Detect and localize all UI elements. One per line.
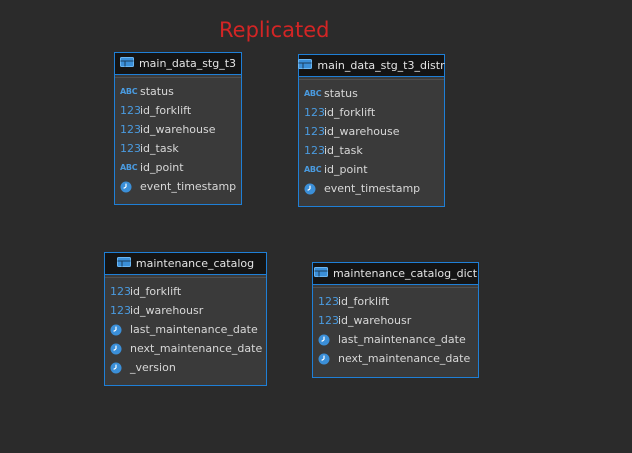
attribute-row[interactable]: event_timestamp xyxy=(299,179,444,198)
type-glyph: 123 xyxy=(110,304,131,317)
type-glyph: 123 xyxy=(120,104,141,117)
attribute-name: id_forklift xyxy=(140,104,192,117)
attribute-row[interactable]: next_maintenance_date xyxy=(313,349,478,368)
replicated-annotation: Replicated xyxy=(219,18,330,42)
entity-title: main_data_stg_t3 xyxy=(138,57,237,70)
entity-header[interactable]: maintenance_catalog_dict xyxy=(313,263,478,285)
table-icon xyxy=(119,57,134,70)
attribute-name: _version xyxy=(130,361,176,374)
attribute-name: next_maintenance_date xyxy=(130,342,263,355)
type-glyph: ABC xyxy=(304,89,322,98)
attribute-name: next_maintenance_date xyxy=(338,352,471,365)
type-glyph: 123 xyxy=(304,125,325,138)
text-type-icon: ABC xyxy=(120,87,140,96)
entity-title: main_data_stg_t3_distr xyxy=(317,59,445,72)
attribute-name: status xyxy=(140,85,174,98)
attribute-name: id_warehouse xyxy=(324,125,400,138)
attribute-row[interactable]: last_maintenance_date xyxy=(105,320,266,339)
numeric-type-icon: 123 xyxy=(318,295,339,308)
attribute-row[interactable]: next_maintenance_date xyxy=(105,339,266,358)
text-type-icon: ABC xyxy=(304,165,324,174)
datetime-type-icon xyxy=(304,183,324,195)
type-glyph: ABC xyxy=(120,87,138,96)
datetime-type-icon xyxy=(318,334,338,346)
type-glyph: 123 xyxy=(304,144,325,157)
type-glyph: 123 xyxy=(304,106,325,119)
attribute-name: id_forklift xyxy=(338,295,390,308)
entity-title: maintenance_catalog xyxy=(135,257,255,270)
numeric-type-icon: 123 xyxy=(120,142,141,155)
type-glyph: ABC xyxy=(120,163,138,172)
numeric-type-icon: 123 xyxy=(304,144,325,157)
entity-title: maintenance_catalog_dict xyxy=(332,267,478,280)
attribute-name: id_warehouse xyxy=(140,123,216,136)
attribute-name: last_maintenance_date xyxy=(130,323,258,336)
attribute-name: event_timestamp xyxy=(140,180,237,193)
table-icon xyxy=(313,267,328,280)
numeric-type-icon: 123 xyxy=(110,285,131,298)
datetime-type-icon xyxy=(318,353,338,365)
text-type-icon: ABC xyxy=(120,163,140,172)
numeric-type-icon: 123 xyxy=(304,106,325,119)
attribute-name: id_warehousr xyxy=(338,314,412,327)
datetime-type-icon xyxy=(110,343,130,355)
numeric-type-icon: 123 xyxy=(120,104,141,117)
attribute-name: event_timestamp xyxy=(324,182,421,195)
attribute-name: id_point xyxy=(140,161,184,174)
datetime-type-icon xyxy=(110,324,130,336)
attribute-row[interactable]: _version xyxy=(105,358,266,377)
attribute-name: id_task xyxy=(140,142,179,155)
table-icon xyxy=(298,59,313,72)
attribute-name: status xyxy=(324,87,358,100)
attribute-name: id_forklift xyxy=(324,106,376,119)
attribute-row[interactable]: event_timestamp xyxy=(115,177,241,196)
attribute-name: id_point xyxy=(324,163,368,176)
type-glyph: 123 xyxy=(110,285,131,298)
entity-header[interactable]: main_data_stg_t3 xyxy=(115,53,241,75)
numeric-type-icon: 123 xyxy=(318,314,339,327)
type-glyph: 123 xyxy=(120,123,141,136)
numeric-type-icon: 123 xyxy=(304,125,325,138)
type-glyph: ABC xyxy=(304,165,322,174)
numeric-type-icon: 123 xyxy=(110,304,131,317)
type-glyph: 123 xyxy=(120,142,141,155)
type-glyph: 123 xyxy=(318,314,339,327)
entity-header[interactable]: main_data_stg_t3_distr xyxy=(298,55,445,77)
attribute-name: id_warehousr xyxy=(130,304,204,317)
attribute-name: last_maintenance_date xyxy=(338,333,466,346)
attribute-name: id_forklift xyxy=(130,285,182,298)
datetime-type-icon xyxy=(120,181,140,193)
attribute-row[interactable]: last_maintenance_date xyxy=(313,330,478,349)
attribute-name: id_task xyxy=(324,144,363,157)
entity-header[interactable]: maintenance_catalog xyxy=(105,253,266,275)
type-glyph: 123 xyxy=(318,295,339,308)
text-type-icon: ABC xyxy=(304,89,324,98)
datetime-type-icon xyxy=(110,362,130,374)
table-icon xyxy=(116,257,131,270)
numeric-type-icon: 123 xyxy=(120,123,141,136)
